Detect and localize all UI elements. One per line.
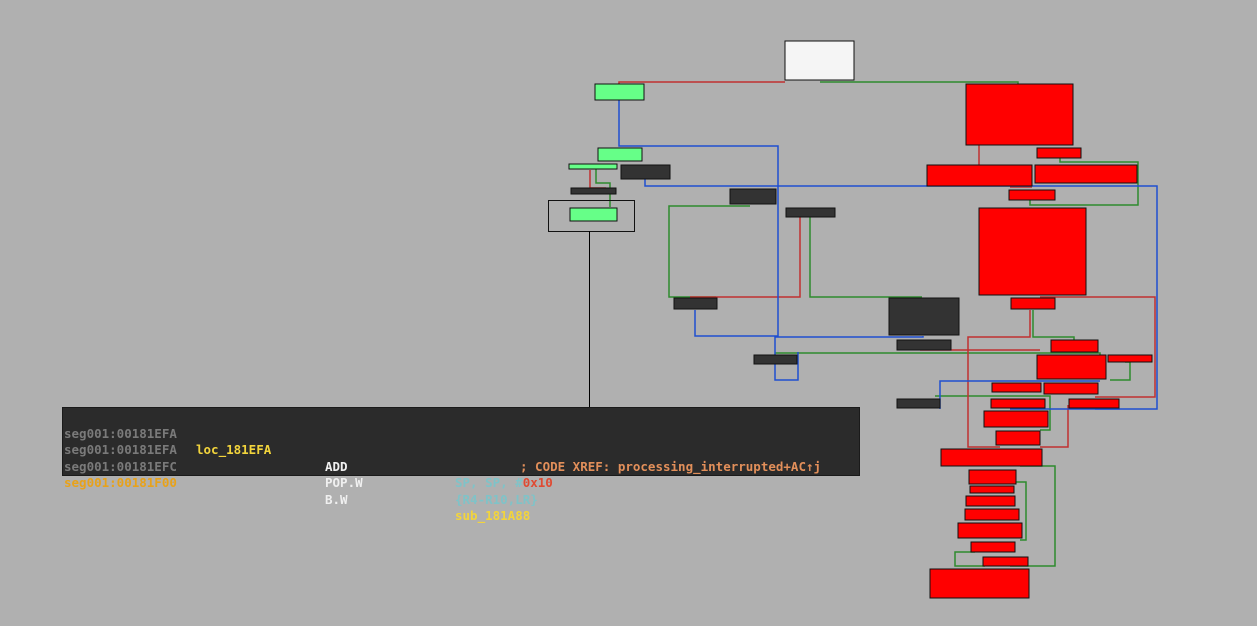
graph-block[interactable] bbox=[594, 83, 645, 101]
graph-block[interactable] bbox=[597, 147, 643, 162]
mnemonic: B.W bbox=[325, 491, 348, 507]
graph-block[interactable] bbox=[995, 430, 1041, 446]
edge-true bbox=[1032, 310, 1075, 342]
edge-true bbox=[935, 395, 1051, 431]
address-current: seg001:00181F00 bbox=[64, 475, 177, 490]
hovered-block-frame bbox=[548, 200, 635, 232]
branch-target[interactable]: sub_181A88 bbox=[455, 508, 531, 523]
hint-line: seg001:00181EFA ADD SP, SP, #0x10 bbox=[63, 426, 859, 490]
edge-true bbox=[1110, 361, 1131, 381]
disassembly-hint-popup: seg001:00181EFA loc_181EFA ; CODE XREF: … bbox=[62, 407, 860, 523]
graph-block[interactable] bbox=[968, 469, 1017, 485]
operands: SP, SP, #0x10 bbox=[455, 475, 553, 492]
operand-registers: SP, SP, # bbox=[455, 475, 523, 490]
address: seg001:00181EFA bbox=[64, 425, 177, 441]
hint-line: seg001:00181EFA loc_181EFA ; CODE XREF: … bbox=[63, 409, 859, 474]
graph-block[interactable] bbox=[983, 410, 1049, 428]
edge-false bbox=[690, 217, 801, 298]
graph-block[interactable] bbox=[965, 83, 1074, 146]
edge-true bbox=[954, 551, 985, 567]
graph-block[interactable] bbox=[620, 164, 671, 180]
hovered-block[interactable] bbox=[569, 207, 618, 222]
graph-block[interactable] bbox=[785, 207, 836, 218]
address: seg001:00181EFC bbox=[64, 458, 177, 474]
graph-block[interactable] bbox=[991, 382, 1042, 393]
hint-line: seg001:00181EFC POP.W {R4-R10,LR} bbox=[63, 442, 859, 507]
graph-block[interactable] bbox=[969, 485, 1015, 494]
operand-immediate: 0x10 bbox=[522, 475, 553, 490]
hint-line: seg001:00181F00 B.W sub_181A88 bbox=[63, 459, 859, 523]
graph-block[interactable] bbox=[982, 556, 1029, 567]
graph-block[interactable] bbox=[888, 297, 960, 336]
edge-jump bbox=[618, 100, 779, 337]
graph-block[interactable] bbox=[970, 541, 1016, 553]
mnemonic: ADD bbox=[325, 458, 348, 474]
graph-block[interactable] bbox=[926, 164, 1033, 187]
graph-block[interactable] bbox=[729, 188, 777, 205]
graph-block[interactable] bbox=[940, 448, 1043, 467]
graph-block[interactable] bbox=[957, 522, 1023, 539]
edge-true bbox=[595, 169, 611, 207]
edge-true bbox=[668, 205, 750, 298]
edge-true bbox=[1029, 158, 1139, 206]
graph-block[interactable] bbox=[978, 207, 1087, 296]
edge-true bbox=[809, 217, 922, 298]
code-label[interactable]: loc_181EFA bbox=[196, 442, 272, 457]
address: seg001:00181EFA bbox=[64, 442, 177, 457]
graph-block[interactable] bbox=[570, 187, 617, 195]
graph-block[interactable] bbox=[965, 495, 1016, 507]
operands: {R4-R10,LR} bbox=[455, 491, 538, 507]
graph-block[interactable] bbox=[929, 568, 1030, 599]
mnemonic: POP.W bbox=[325, 475, 363, 490]
edge-false bbox=[1040, 405, 1069, 448]
edge-true bbox=[820, 81, 1019, 84]
graph-block[interactable] bbox=[1036, 147, 1082, 159]
xref-comment[interactable]: ; CODE XREF: processing_interrupted+AC↑j bbox=[520, 458, 822, 474]
graph-block[interactable] bbox=[1068, 398, 1120, 409]
graph-block[interactable] bbox=[1036, 354, 1107, 380]
graph-block[interactable] bbox=[1008, 189, 1056, 201]
edge-false bbox=[1040, 296, 1156, 398]
graph-block[interactable] bbox=[568, 163, 618, 170]
graph-block[interactable] bbox=[1107, 354, 1153, 363]
graph-block[interactable] bbox=[1043, 382, 1099, 395]
graph-block[interactable] bbox=[990, 398, 1046, 409]
graph-block[interactable] bbox=[964, 508, 1020, 521]
edge-false bbox=[589, 170, 606, 189]
edge-false bbox=[967, 310, 1031, 448]
graph-block[interactable] bbox=[896, 398, 941, 409]
graph-block[interactable] bbox=[1050, 339, 1099, 353]
edge-false bbox=[618, 81, 785, 84]
graph-block[interactable] bbox=[896, 339, 952, 351]
graph-block[interactable] bbox=[1010, 297, 1056, 310]
graph-block[interactable] bbox=[673, 297, 718, 310]
graph-block[interactable] bbox=[1034, 164, 1138, 184]
graph-block[interactable] bbox=[753, 354, 798, 365]
entry-block[interactable] bbox=[784, 40, 855, 81]
